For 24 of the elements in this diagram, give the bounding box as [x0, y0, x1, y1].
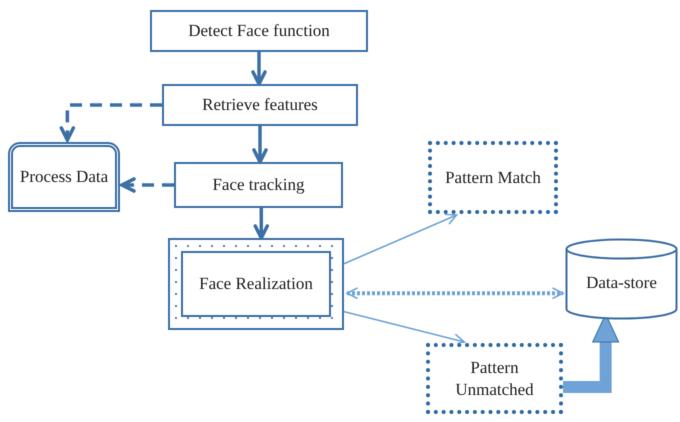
node-text: Face Realization: [198, 273, 314, 295]
arrow: [254, 208, 270, 240]
arrow: [251, 52, 267, 86]
node-text: Retrieve features: [201, 94, 319, 116]
process-box: [168, 238, 344, 330]
node-text: Process Data: [18, 166, 110, 188]
arrow: [120, 177, 174, 193]
arrow: [344, 310, 466, 346]
arrow: [60, 103, 162, 142]
process-box: [150, 10, 368, 52]
node-text: Detect Face function: [187, 20, 331, 42]
process-box: [8, 142, 120, 212]
node-text: Data-store: [585, 272, 658, 294]
arrow: [252, 126, 268, 164]
node-text: Pattern Match: [444, 166, 542, 188]
process-box: [174, 162, 343, 208]
node-text: Pattern Unmatched: [454, 357, 535, 400]
process-box: [426, 343, 563, 414]
datastore-cylinder: [565, 238, 678, 320]
process-box: [428, 141, 558, 214]
arrow: [346, 287, 564, 299]
arrow: [344, 214, 458, 264]
process-box: [162, 84, 358, 126]
node-text: Face tracking: [211, 174, 306, 196]
